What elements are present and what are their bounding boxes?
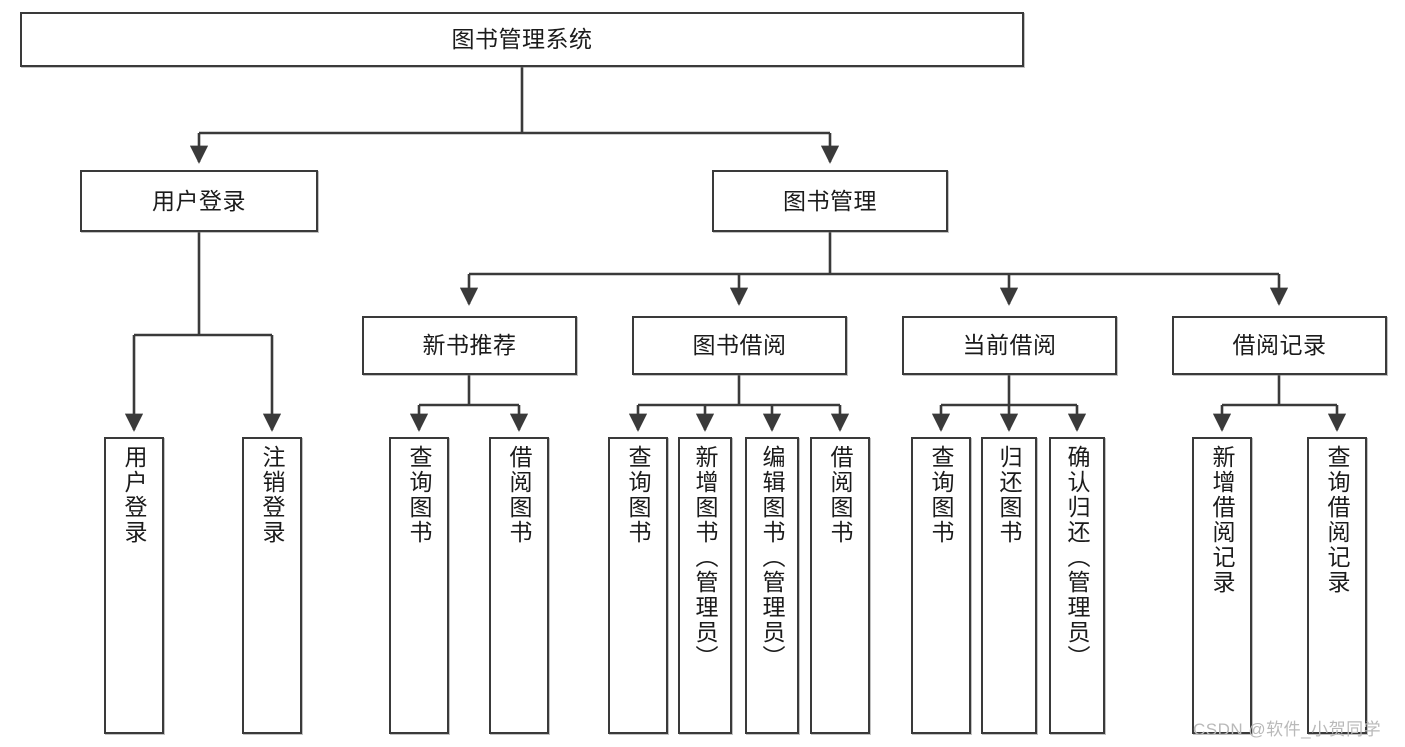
node-leaf-return-book[interactable]: 归还图书 [981, 437, 1037, 734]
node-label: 借阅图书 [506, 445, 533, 545]
node-label: 新增图书（管理员） [692, 445, 719, 670]
node-leaf-user-login[interactable]: 用户登录 [104, 437, 164, 734]
node-leaf-borrow-book-recommend[interactable]: 借阅图书 [489, 437, 549, 734]
node-label: 查询图书 [406, 445, 433, 545]
node-leaf-query-book-recommend[interactable]: 查询图书 [389, 437, 449, 734]
node-label: 查询借阅记录 [1324, 445, 1351, 595]
node-label: 图书管理 [783, 187, 877, 214]
node-label: 新增借阅记录 [1209, 445, 1236, 595]
node-leaf-query-book-current[interactable]: 查询图书 [911, 437, 971, 734]
node-label: 图书管理系统 [451, 26, 593, 53]
node-root-book-management-system[interactable]: 图书管理系统 [20, 12, 1024, 67]
node-borrow-record[interactable]: 借阅记录 [1172, 316, 1387, 375]
node-leaf-logout[interactable]: 注销登录 [242, 437, 302, 734]
node-label: 新书推荐 [422, 332, 517, 359]
node-label: 编辑图书（管理员） [759, 445, 786, 670]
node-user-login[interactable]: 用户登录 [80, 170, 318, 232]
node-label: 注销登录 [259, 445, 286, 545]
node-leaf-confirm-return-admin[interactable]: 确认归还（管理员） [1049, 437, 1105, 734]
node-current-borrow[interactable]: 当前借阅 [902, 316, 1117, 375]
node-leaf-add-borrow-record[interactable]: 新增借阅记录 [1192, 437, 1252, 734]
node-leaf-query-book-borrow[interactable]: 查询图书 [608, 437, 668, 734]
node-label: 借阅图书 [827, 445, 854, 545]
node-label: 查询图书 [928, 445, 955, 545]
node-leaf-edit-book-admin[interactable]: 编辑图书（管理员） [745, 437, 799, 734]
node-book-borrow[interactable]: 图书借阅 [632, 316, 847, 375]
node-book-management[interactable]: 图书管理 [712, 170, 948, 232]
node-label: 借阅记录 [1232, 332, 1327, 359]
node-label: 图书借阅 [692, 332, 787, 359]
node-leaf-borrow-book[interactable]: 借阅图书 [810, 437, 870, 734]
node-label: 用户登录 [121, 445, 148, 545]
node-label: 归还图书 [996, 445, 1023, 545]
node-leaf-query-borrow-record[interactable]: 查询借阅记录 [1307, 437, 1367, 734]
node-label: 确认归还（管理员） [1064, 445, 1091, 670]
node-label: 查询图书 [625, 445, 652, 545]
csdn-watermark: CSDN @软件_小贺同学 [1193, 720, 1382, 739]
node-leaf-add-book-admin[interactable]: 新增图书（管理员） [678, 437, 732, 734]
node-label: 当前借阅 [962, 332, 1057, 359]
node-new-book-recommend[interactable]: 新书推荐 [362, 316, 577, 375]
node-label: 用户登录 [152, 187, 246, 214]
